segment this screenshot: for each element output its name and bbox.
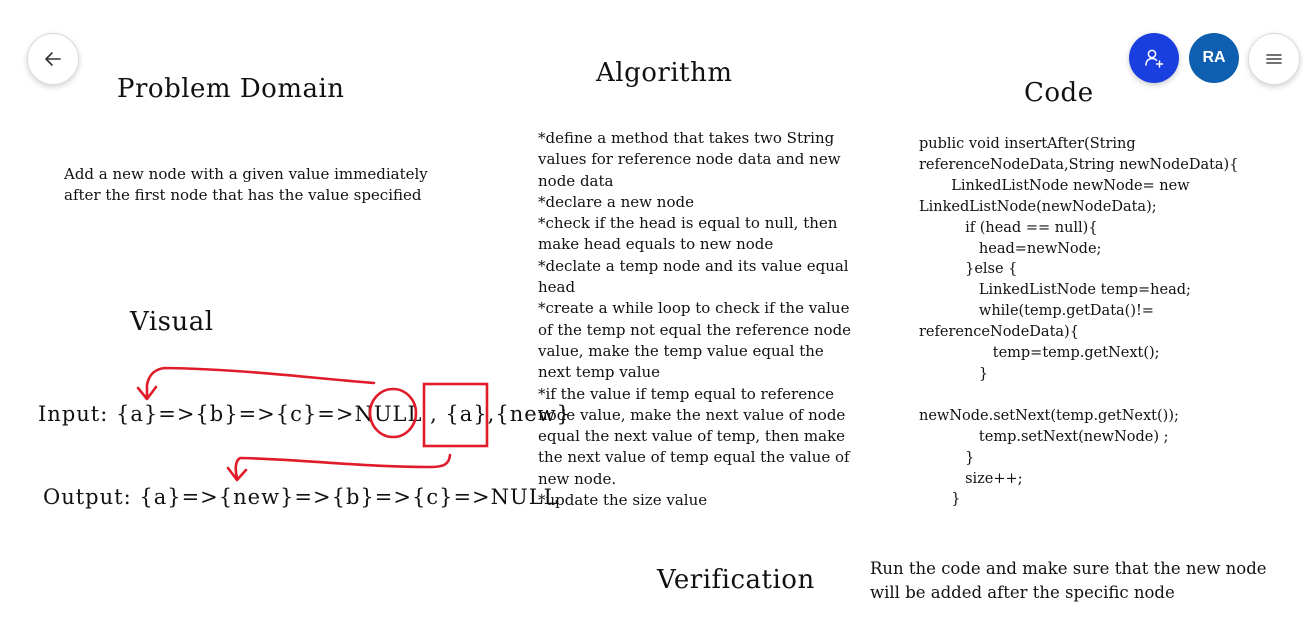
- visual-title: Visual: [130, 307, 214, 337]
- add-person-icon: [1145, 49, 1164, 68]
- problem-domain-text: Add a new node with a given value immedi…: [64, 165, 428, 205]
- hamburger-menu-icon: [1266, 54, 1282, 64]
- avatar-initials: RA: [1202, 49, 1226, 66]
- code-title: Code: [1024, 78, 1094, 108]
- arrow-left-icon: [45, 52, 61, 66]
- avatar[interactable]: RA: [1189, 33, 1239, 83]
- code-block: public void insertAfter(String reference…: [919, 136, 1239, 508]
- visual-input: Input: {a}=>{b}=>{c}=>NULL , {a},{new}: [38, 402, 571, 426]
- problem-domain-title: Problem Domain: [117, 74, 345, 104]
- verification-title: Verification: [657, 565, 815, 595]
- ink-arrow-bottom: [226, 453, 452, 482]
- visual-output: Output: {a}=>{new}=>{b}=>{c}=>NULL: [43, 485, 559, 509]
- ink-arrow-top: [136, 366, 376, 401]
- menu-button[interactable]: [1248, 33, 1300, 85]
- algorithm-text: *define a method that takes two String v…: [538, 129, 852, 510]
- share-button[interactable]: [1129, 33, 1179, 83]
- back-button[interactable]: [27, 33, 79, 85]
- verification-text: Run the code and make sure that the new …: [870, 559, 1267, 602]
- algorithm-title: Algorithm: [596, 58, 733, 88]
